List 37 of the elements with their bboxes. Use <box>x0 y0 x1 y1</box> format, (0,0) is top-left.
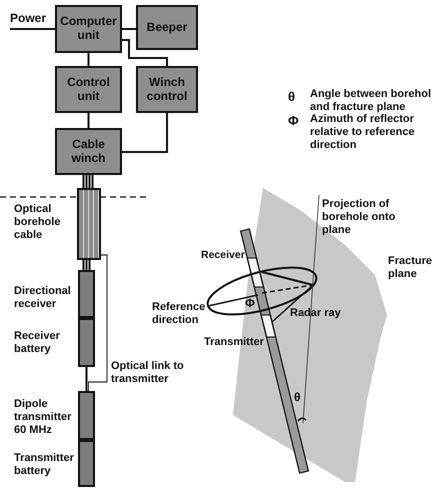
symbol: Φ <box>288 113 300 129</box>
connector-line <box>86 367 88 391</box>
segment-label: Optical borehole cable <box>14 203 62 243</box>
tool-segment <box>78 318 95 367</box>
symbol: θ <box>288 89 296 105</box>
drawing-label: Transmitter <box>204 336 265 350</box>
drawing-label: Projection of borehole onto plane <box>322 198 396 238</box>
connector-line <box>88 113 90 128</box>
connector-line <box>82 259 90 271</box>
connector-line <box>88 53 90 66</box>
connector-line <box>88 254 108 392</box>
segment-label: Directional receiver <box>14 285 72 312</box>
connector-line <box>122 113 168 153</box>
legend-text: Angle between borehol and fracture plane <box>310 88 432 114</box>
segment-label: Dipole transmitter 60 MHz <box>14 398 72 438</box>
power-label: Power <box>10 11 52 26</box>
connector-line <box>122 28 136 30</box>
unit-box: Beeper <box>136 5 198 50</box>
tool-segment <box>77 188 101 260</box>
unit-box: Computer unit <box>55 5 122 53</box>
unit-box: Control unit <box>55 66 122 113</box>
unit-box: Winch control <box>136 66 198 113</box>
tool-segment <box>78 391 95 440</box>
legend-text: Azimuth of reflector relative to reference direction <box>310 113 416 153</box>
drawing-label: Reference direction <box>152 301 206 328</box>
angle-symbol: Φ <box>245 296 256 310</box>
connector-line <box>122 39 168 66</box>
connector-line <box>10 28 55 30</box>
tool-segment <box>78 270 95 318</box>
tool-segment <box>78 440 95 487</box>
connector-line <box>82 174 94 189</box>
segment-label: Transmitter battery <box>14 452 75 478</box>
angle-symbol: θ <box>294 390 302 404</box>
drawing-label: Receiver <box>201 249 246 262</box>
segment-label: Receiver battery <box>14 330 61 356</box>
unit-box: Cable winch <box>55 128 122 175</box>
drawing-label: Fracture plane <box>388 255 434 282</box>
